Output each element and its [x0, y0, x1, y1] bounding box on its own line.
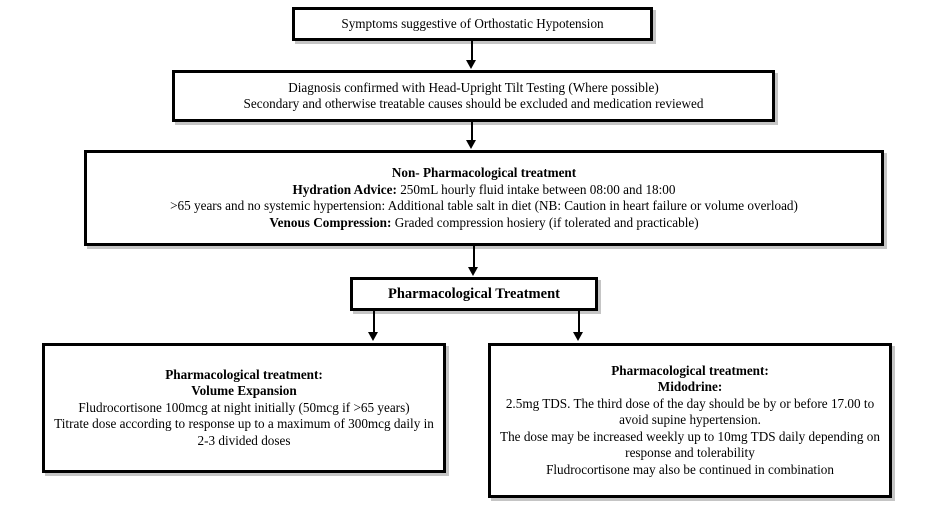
hydration-advice-label: Hydration Advice: [292, 181, 397, 197]
node-pharmacological-heading: Pharmacological Treatment [388, 285, 560, 302]
arrow-head-icon [468, 267, 478, 276]
node-diagnosis-line-0: Diagnosis confirmed with Head-Upright Ti… [288, 79, 659, 95]
node-volume-expansion-line-3: Titrate dose according to response up to… [54, 416, 434, 448]
arrow-head-icon [573, 332, 583, 341]
node-volume-expansion-line-2: Fludrocortisone 100mcg at night initiall… [78, 399, 410, 415]
arrow-head-icon [466, 60, 476, 69]
node-midodrine-heading-0: Pharmacological treatment: [611, 362, 769, 378]
node-diagnosis-line-1: Secondary and otherwise treatable causes… [243, 96, 704, 111]
node-midodrine: Pharmacological treatment: Midodrine: 2.… [488, 343, 892, 498]
venous-compression-text: Graded compression hosiery (if tolerated… [391, 214, 699, 230]
node-volume-expansion-heading-0: Pharmacological treatment: [165, 366, 323, 382]
arrow-stem [471, 122, 473, 142]
node-symptoms: Symptoms suggestive of Orthostatic Hypot… [292, 7, 653, 41]
arrow-head-icon [368, 332, 378, 341]
node-non-pharmacological-heading: Non- Pharmacological treatment [391, 165, 577, 180]
arrow-stem [578, 311, 580, 334]
node-diagnosis: Diagnosis confirmed with Head-Upright Ti… [172, 70, 775, 122]
node-non-pharmacological-line-1: Hydration Advice: 250mL hourly fluid int… [293, 182, 676, 199]
node-volume-expansion-heading-1: Volume Expansion [191, 383, 297, 399]
node-midodrine-line-3: The dose may be increased weekly up to 1… [500, 428, 880, 461]
arrow-stem [471, 41, 473, 62]
arrow-stem [373, 311, 375, 334]
node-non-pharmacological-line-3: Venous Compression: Graded compression h… [269, 215, 698, 232]
node-midodrine-line-4: Fludrocortisone may also be continued in… [546, 461, 834, 477]
node-non-pharmacological-line-2: >65 years and no systemic hypertension: … [170, 198, 798, 213]
node-non-pharmacological-treatment: Non- Pharmacological treatment Hydration… [84, 150, 884, 246]
node-symptoms-line-0: Symptoms suggestive of Orthostatic Hypot… [341, 15, 604, 31]
node-pharmacological-treatment: Pharmacological Treatment [350, 277, 598, 311]
node-volume-expansion: Pharmacological treatment: Volume Expans… [42, 343, 446, 473]
arrow-stem [473, 246, 475, 269]
venous-compression-label: Venous Compression: [269, 214, 392, 230]
node-midodrine-line-2: 2.5mg TDS. The third dose of the day sho… [505, 395, 875, 428]
node-midodrine-heading-1: Midodrine: [657, 379, 723, 395]
arrow-head-icon [466, 140, 476, 149]
hydration-advice-text: 250mL hourly fluid intake between 08:00 … [396, 181, 676, 197]
